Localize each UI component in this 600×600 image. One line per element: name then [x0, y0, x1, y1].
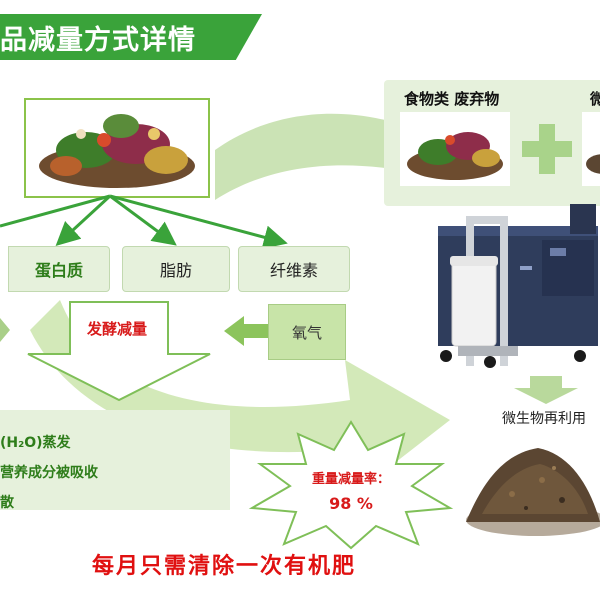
fiber-box: 纤维素 — [238, 246, 350, 292]
food-waste-small-icon — [407, 132, 503, 180]
return-arrow — [215, 113, 385, 200]
page-title: 品减量方式详情 — [0, 25, 196, 56]
oxygen-box: 氧气 — [268, 304, 346, 360]
microbe-small-icon — [586, 154, 600, 174]
fermentation-label: 发酵减量 — [86, 320, 147, 338]
oxygen-arrow — [224, 316, 270, 346]
food-waste-image-frame — [24, 98, 210, 198]
reduction-rate-value: 98 % — [329, 494, 373, 513]
machine-down-arrow — [514, 376, 578, 404]
compost-pile-icon — [466, 448, 600, 536]
plus-icon — [522, 124, 572, 174]
result-absorption: 营养成分被吸收 — [0, 465, 98, 481]
microbe-label-partial: 微 — [590, 90, 600, 108]
microbe-reuse-label: 微生物再利用 — [502, 411, 586, 427]
food-waste-photo — [400, 112, 510, 186]
reduction-starburst — [248, 420, 454, 550]
food-waste-label: 食物类 废弃物 — [404, 90, 500, 108]
microbe-photo — [582, 112, 600, 186]
title-banner — [0, 14, 262, 60]
fat-box: 脂肪 — [122, 246, 230, 292]
results-panel — [0, 410, 230, 510]
result-evaporation: (H₂O)蒸发 — [0, 435, 71, 451]
fermentation-arrow — [27, 301, 211, 402]
food-waste-pile-icon — [39, 114, 195, 188]
reduction-rate-label: 重量减量率： — [311, 472, 390, 487]
protein-box: 蛋白质 — [8, 246, 110, 292]
composting-machine-icon — [438, 204, 598, 368]
bottom-caption: 每月只需清除一次有机肥 — [92, 554, 357, 579]
result-diffusion: 散 — [0, 495, 14, 511]
left-arrow — [0, 318, 10, 342]
